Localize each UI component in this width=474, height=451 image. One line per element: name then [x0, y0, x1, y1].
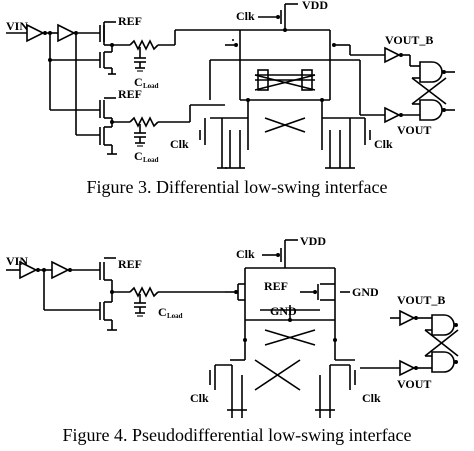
figure3-caption: Figure 3. Differential low-swing interfa… [86, 177, 388, 197]
fig4-driver [99, 257, 130, 331]
fig3-vout-b-label: VOUT_B [385, 33, 433, 47]
fig4-clk-right-label: Clk [362, 391, 381, 405]
fig4-clk-left-label: Clk [190, 391, 209, 405]
figure4-caption: Figure 4. Pseudodifferential low-swing i… [62, 425, 412, 445]
fig3-cload-bot-subscript: Load [143, 156, 159, 164]
fig4-line-resistor [129, 286, 225, 317]
fig4-cload-subscript: Load [167, 312, 183, 320]
fig4-gnd-right-label: GND [352, 285, 379, 299]
fig3-clk-top-label: Clk [236, 9, 255, 23]
fig3-lower-driver [99, 97, 130, 155]
figure3-schematic: VIN REF REF C Load C Load Clk VDD Clk Cl… [6, 0, 455, 169]
fig4-cload-label: C [158, 305, 167, 319]
fig3-clk-left-label: Clk [170, 137, 189, 151]
fig3-vdd-label: VDD [302, 0, 328, 12]
fig4-input-buffer-chain [6, 260, 100, 311]
fig3-vout-label: VOUT [397, 123, 431, 137]
fig3-clk-right-label: Clk [374, 137, 393, 151]
fig4-ref-label: REF [118, 257, 142, 271]
fig3-cload-top-subscript: Load [143, 82, 159, 90]
fig3-output-latch [350, 46, 455, 124]
fig4-clock-pmos [245, 239, 335, 269]
fig3-cload-bot-label: C [134, 149, 143, 163]
fig3-clock-pmos [240, 3, 330, 32]
fig4-vdd-label: VDD [300, 234, 326, 248]
fig4-sense-amp-core [209, 268, 356, 418]
fig4-vout-label: VOUT [397, 377, 431, 391]
figure4-schematic: VIN REF C Load Clk VDD REF GND GND VOUT_… [6, 234, 459, 418]
fig3-ref-top-label: REF [118, 14, 142, 28]
fig3-ref-mid-label: REF [118, 87, 142, 101]
fig3-lower-line-resistor [129, 104, 225, 147]
fig3-upper-line-resistor [129, 29, 240, 72]
fig4-output-latch [360, 309, 459, 377]
fig4-ref-inner-label: REF [264, 279, 288, 293]
fig3-cload-top-label: C [134, 75, 143, 89]
fig3-upper-driver [99, 21, 130, 75]
fig3-sense-amp-core [199, 30, 371, 169]
fig3-input-buffer-chain [6, 23, 100, 136]
fig4-vout-b-label: VOUT_B [397, 293, 445, 307]
fig4-clk-top-label: Clk [236, 247, 255, 261]
fig4-gnd-mid-label: GND [270, 304, 297, 318]
fig4-vin-label: VIN [6, 254, 28, 268]
fig3-vin-label: VIN [6, 19, 28, 33]
